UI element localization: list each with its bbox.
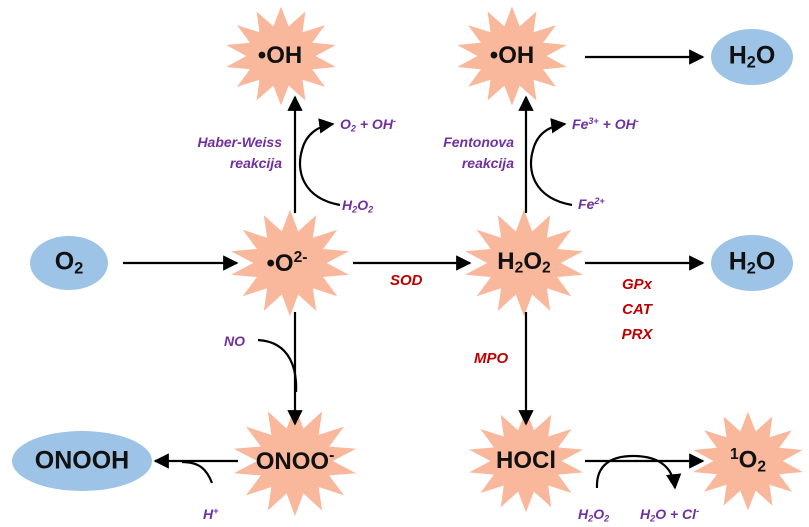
curve-fenton xyxy=(529,118,573,207)
fenton-label-2: reakcija xyxy=(461,155,514,171)
curve-hocl-side xyxy=(595,454,682,490)
starburst-h2o2 xyxy=(465,209,583,317)
hydrogen-peroxide: H2O2 xyxy=(497,247,551,277)
no-label: NO xyxy=(224,333,246,349)
oxygen: O2 xyxy=(54,247,84,278)
haber-weiss-label-2: reakcija xyxy=(229,155,282,171)
enzyme-cat: CAT xyxy=(622,301,652,318)
ellipse-onooh xyxy=(12,431,152,491)
enzyme-gpx: GPx xyxy=(621,276,653,293)
ellipse-h2o-middle xyxy=(711,235,793,291)
curve-haber-weiss xyxy=(298,118,341,207)
o2-plus-oh-label: O2 + OH- xyxy=(340,116,396,134)
curve-h-plus xyxy=(181,460,214,484)
h2o2-reactant-left: H2O2 xyxy=(342,197,374,215)
haber-weiss-label-1: Haber-Weiss xyxy=(197,134,282,150)
fe2-label: Fe2+ xyxy=(578,196,605,212)
ellipse-h2o-top xyxy=(711,29,793,85)
ellipse-o2 xyxy=(30,236,108,290)
superoxide: •O2- xyxy=(266,249,308,277)
starburst-onoo xyxy=(233,405,357,517)
curve-no xyxy=(257,338,298,393)
fenton-label-1: Fentonova xyxy=(443,134,514,150)
h2o-plus-cl-label: H2O + Cl- xyxy=(640,506,700,524)
hydroxyl-radical-right: •OH xyxy=(489,42,535,69)
hydroxyl-radical-left: •OH xyxy=(257,42,303,69)
water-top: H2O xyxy=(728,41,776,72)
hypochlorous-acid: HOCl xyxy=(495,447,557,474)
singlet-oxygen: 1O2 xyxy=(729,445,767,476)
h2o2-reactant-bottom: H2O2 xyxy=(578,506,610,524)
h-plus-label: H+ xyxy=(203,506,219,522)
starburst-oh-right xyxy=(457,6,567,106)
starburst-singlet-o2 xyxy=(693,411,803,511)
peroxynitrite: ONOO- xyxy=(255,447,335,475)
enzyme-sod: SOD xyxy=(390,272,423,289)
starburst-superoxide xyxy=(231,209,349,317)
starburst-oh-left xyxy=(226,6,336,106)
fe3-plus-oh-label: Fe3+ + OH- xyxy=(572,116,639,132)
starburst-hocl xyxy=(469,409,583,513)
peroxynitrous-acid: ONOOH xyxy=(34,446,130,475)
water-middle: H2O xyxy=(728,247,776,278)
enzyme-mpo: MPO xyxy=(474,350,509,367)
enzyme-prx: PRX xyxy=(621,326,653,343)
